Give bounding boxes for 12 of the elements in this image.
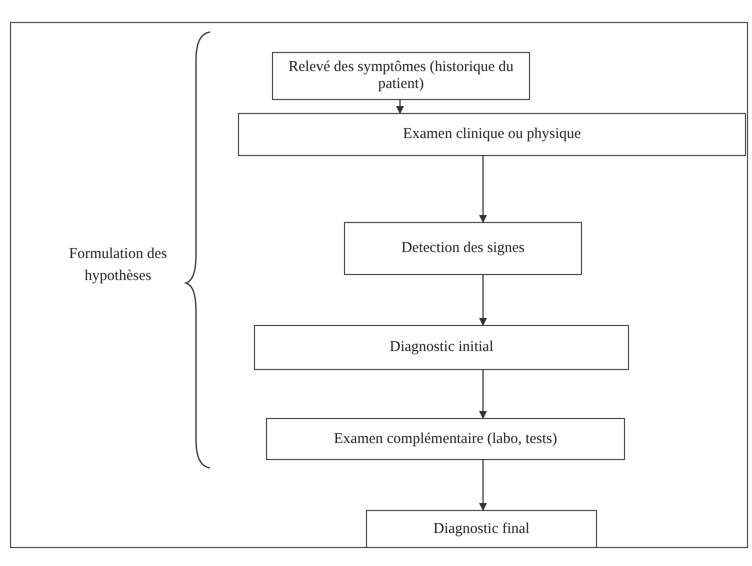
process-box: Examen complémentaire (labo, tests): [266, 418, 625, 460]
process-box: Examen clinique ou physique: [238, 113, 746, 156]
process-box: Diagnostic final: [366, 510, 597, 548]
arrow: [479, 370, 487, 419]
arrow: [396, 100, 404, 114]
arrow: [479, 460, 487, 511]
brace-label: Formulation des hypothèses: [68, 245, 168, 286]
arrow: [479, 275, 487, 326]
process-box: Relevé des symptômes (historique du patient): [272, 52, 530, 100]
process-box: Detection des signes: [344, 222, 582, 275]
arrow: [479, 156, 487, 223]
process-box: Diagnostic initial: [254, 325, 629, 370]
